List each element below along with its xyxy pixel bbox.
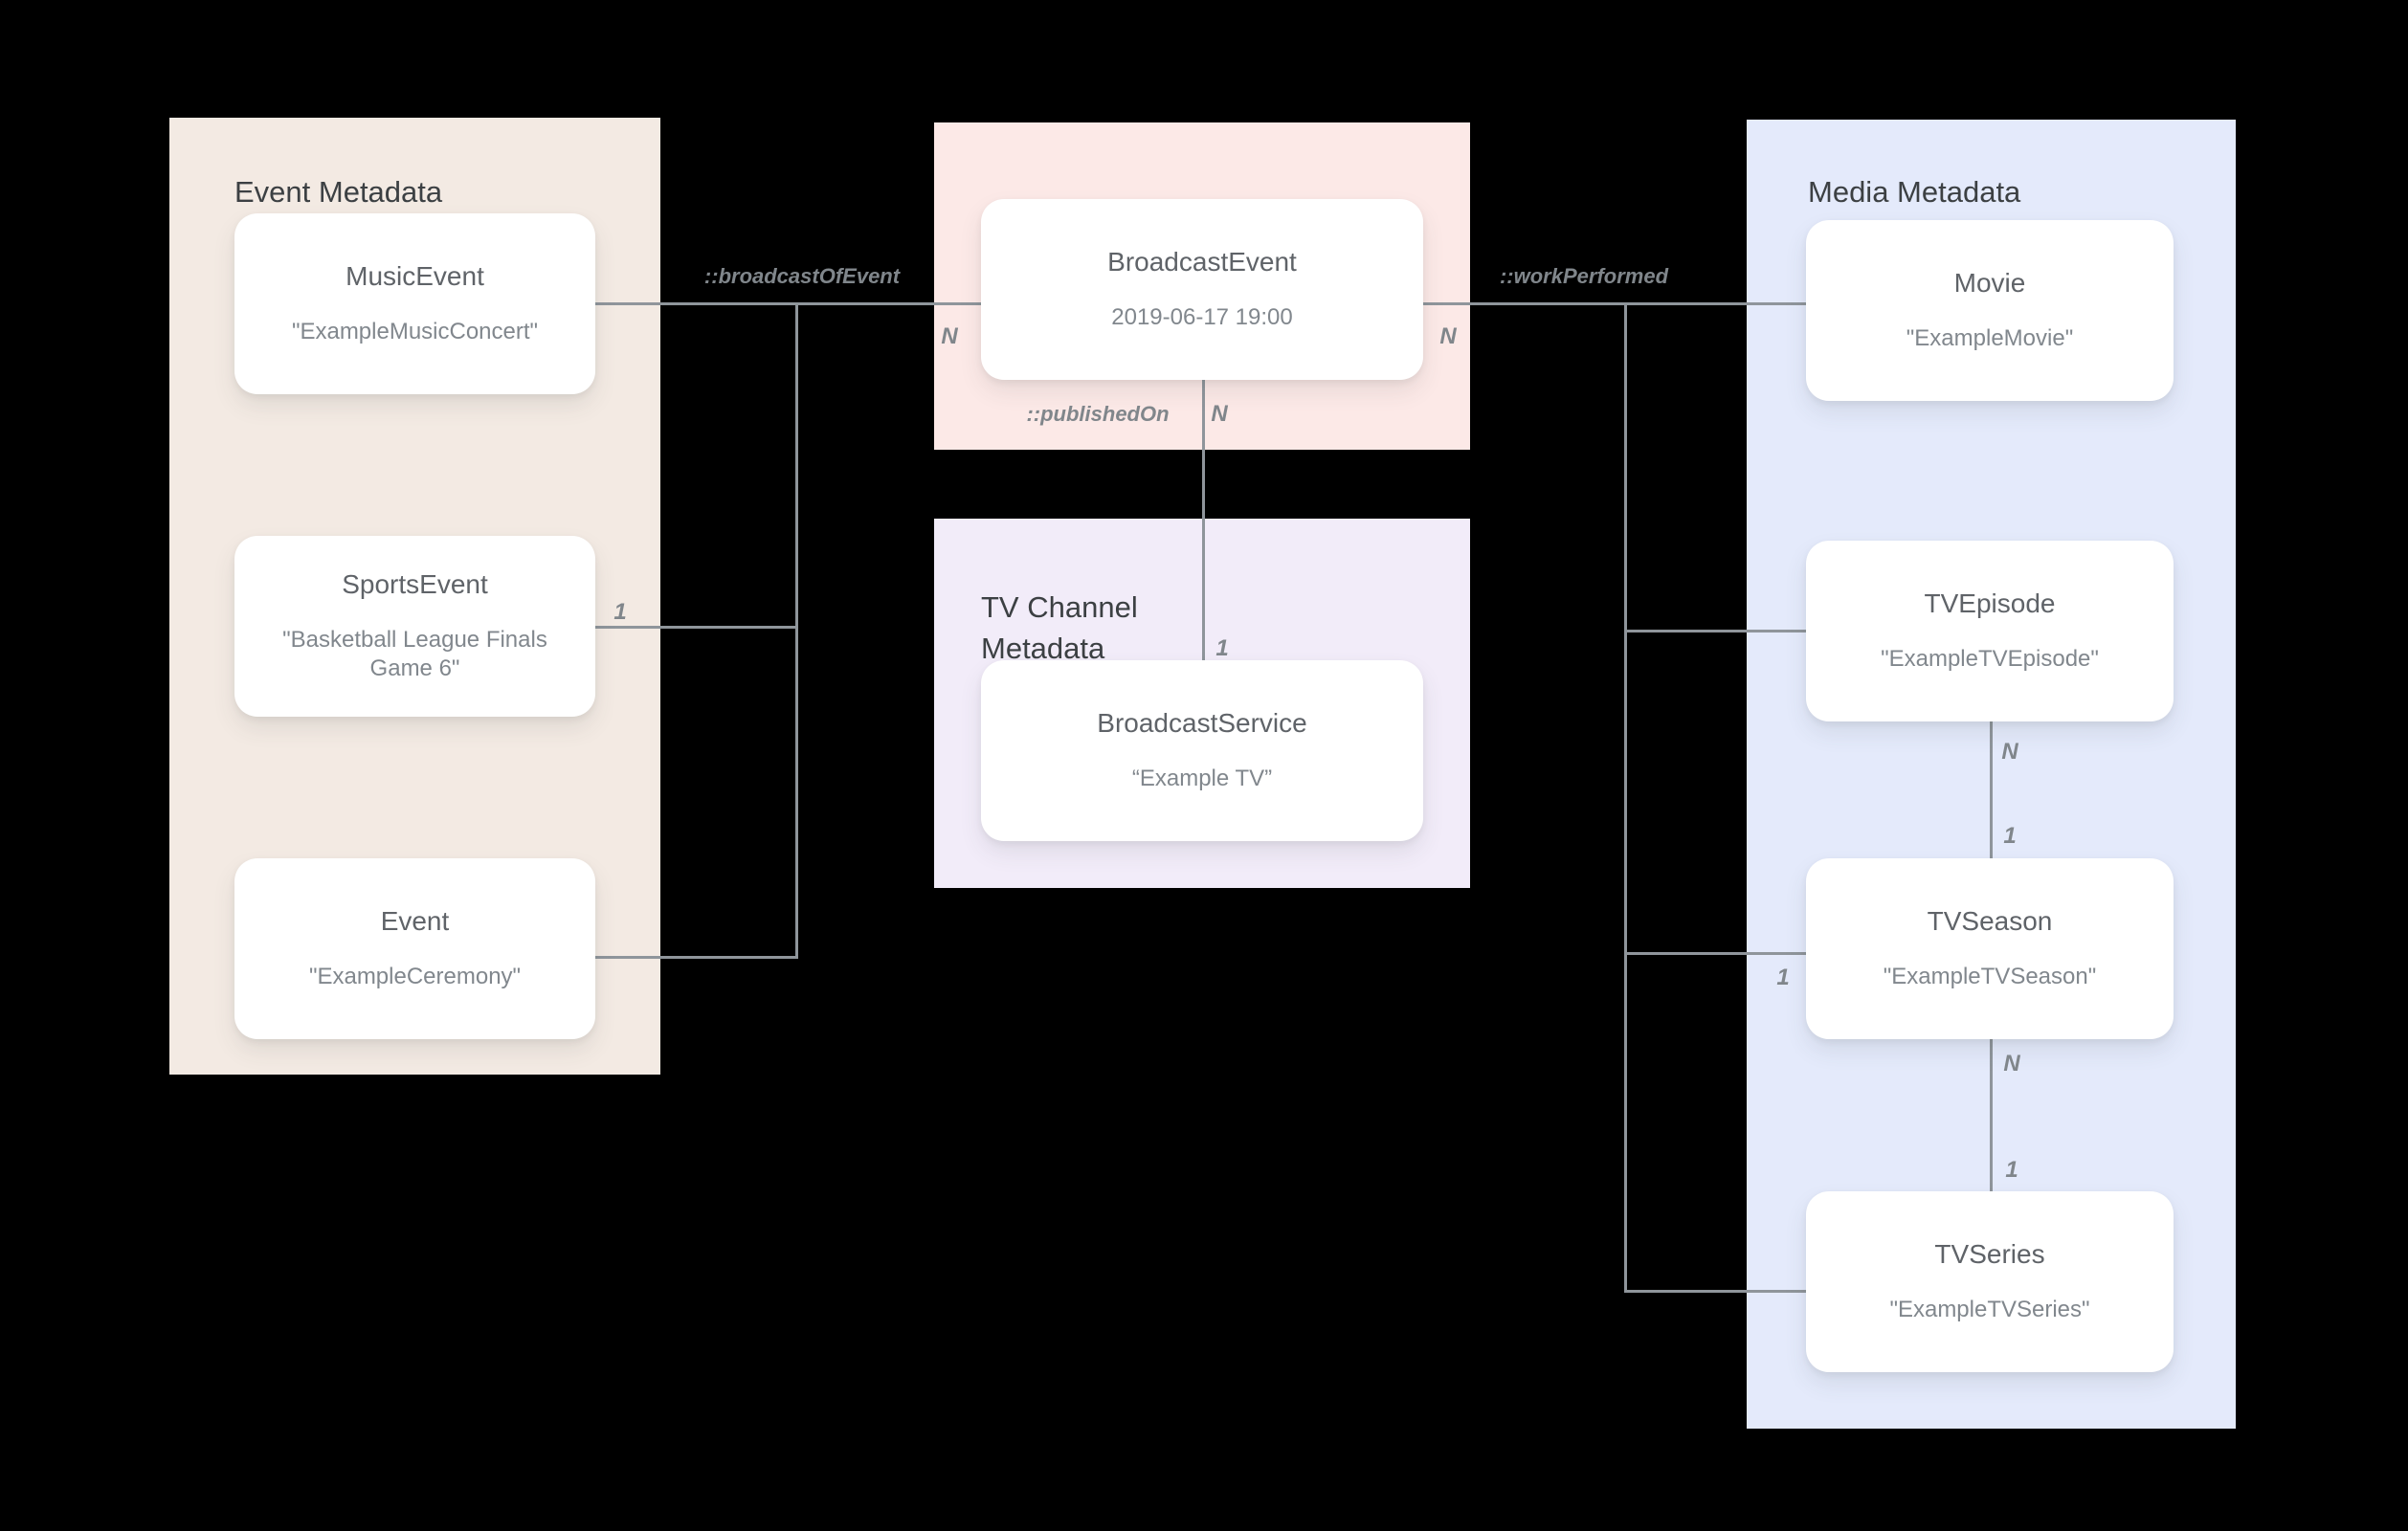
connector-tvseries-branch [1624,1290,1806,1293]
node-title: BroadcastService [1097,708,1307,738]
node-value: "Basketball League Finals Game 6" [282,627,547,681]
relationship-broadcast-of-event: ::broadcastOfEvent [703,264,901,288]
node-title: TVSeason [1927,906,2053,936]
cardinality-broadcast-right-n: N [1439,323,1457,349]
cardinality-season-left-one: 1 [1776,965,1790,990]
cardinality-episode-season-one: 1 [2003,823,2017,849]
connector-tvepisode-tvseason [1990,721,1993,858]
connector-tvseason-branch [1624,952,1806,955]
node-tv-episode: TVEpisode "ExampleTVEpisode" [1806,541,2174,721]
node-value: "ExampleMusicConcert" [291,319,539,344]
node-title: Movie [1953,268,2026,298]
cardinality-sports-one: 1 [613,599,627,625]
node-value: 2019-06-17 19:00 [1111,304,1293,330]
node-title: BroadcastEvent [1107,247,1297,277]
cardinality-season-series-one: 1 [2005,1157,2018,1183]
node-event: Event "ExampleCeremony" [234,858,595,1039]
connector-right-trunk [1624,302,1627,1293]
media-metadata-title: Media Metadata [1808,174,2021,209]
connector-sportsevent-branch [595,626,796,629]
connector-tvseason-tvseries [1990,1039,1993,1191]
node-value: "ExampleMovie" [1906,325,2074,351]
cardinality-published-one: 1 [1215,635,1229,661]
node-music-event: MusicEvent "ExampleMusicConcert" [234,213,595,394]
node-value: "ExampleTVEpisode" [1881,646,2099,672]
node-value: “Example TV” [1131,766,1273,791]
node-broadcast-service: BroadcastService “Example TV” [981,660,1423,841]
node-title: SportsEvent [342,569,488,599]
connector-tvepisode-branch [1624,630,1806,632]
connector-musicevent-broadcastevent [595,302,981,305]
connector-left-trunk [795,302,798,959]
connector-broadcastevent-broadcastservice [1202,380,1205,660]
node-value: "ExampleTVSeries" [1889,1297,2090,1322]
tv-channel-metadata-title: TV Channel Metadata [981,589,1138,665]
relationship-work-performed: ::workPerformed [1499,264,1669,288]
cardinality-episode-n: N [2001,739,2018,765]
cardinality-broadcast-left-n: N [941,323,958,349]
node-broadcast-event: BroadcastEvent 2019-06-17 19:00 [981,199,1423,380]
node-title: Event [380,906,450,936]
connector-broadcastevent-movie [1423,302,1806,305]
node-title: MusicEvent [346,261,484,291]
node-sports-event: SportsEvent "Basketball League Finals Ga… [234,536,595,717]
cardinality-season-n: N [2003,1051,2020,1076]
connector-event-branch [595,956,796,959]
node-movie: Movie "ExampleMovie" [1806,220,2174,401]
node-title: TVSeries [1934,1239,2045,1269]
node-value: "ExampleCeremony" [308,964,522,989]
cardinality-published-n: N [1211,401,1228,427]
node-tv-series: TVSeries "ExampleTVSeries" [1806,1191,2174,1372]
node-value: "ExampleTVSeason" [1883,964,2097,989]
relationship-published-on: ::publishedOn [1026,402,1170,426]
event-metadata-title: Event Metadata [234,174,443,209]
node-title: TVEpisode [1924,588,2056,618]
node-tv-season: TVSeason "ExampleTVSeason" [1806,858,2174,1039]
